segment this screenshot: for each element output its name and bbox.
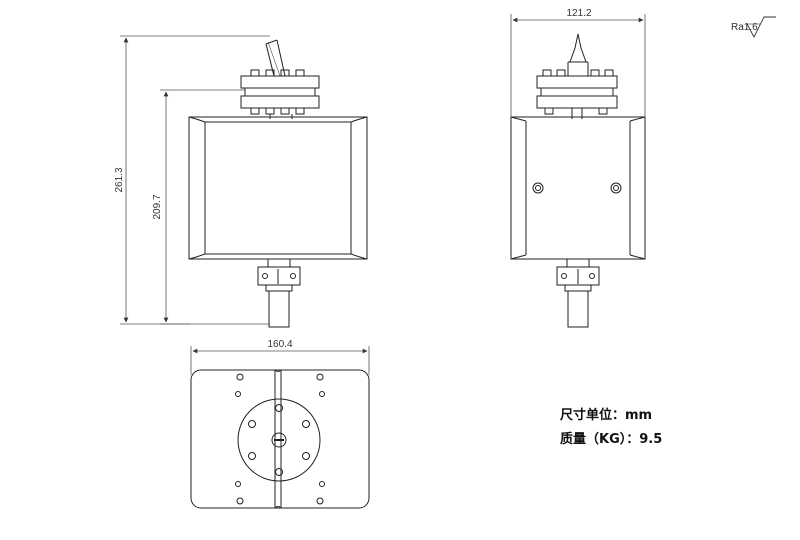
bottom-view — [190, 369, 370, 509]
side-body — [510, 116, 646, 260]
units-note: 尺寸单位：mm — [560, 408, 653, 423]
dim-bottom-width — [190, 346, 370, 375]
front-body — [188, 116, 368, 260]
dim-side-width — [510, 14, 646, 117]
side-bottom-fitting — [556, 258, 600, 328]
mass-note: 质量（KG）：9.5 — [560, 432, 663, 447]
bottom-corner-screws — [235, 373, 325, 505]
dim-side-width-label: 121.2 — [566, 8, 591, 19]
dim-body-height-label: 209.7 — [152, 194, 163, 219]
side-probe — [567, 33, 589, 76]
side-flange — [536, 69, 618, 119]
bottom-central-flange — [237, 398, 321, 482]
side-view — [510, 33, 646, 328]
dim-overall-height — [120, 35, 270, 325]
front-flange — [240, 69, 320, 119]
dim-overall-height-label: 261.3 — [114, 167, 125, 192]
front-view — [188, 39, 368, 328]
front-bottom-fitting — [257, 258, 301, 328]
dim-body-height — [160, 89, 245, 325]
front-top-tube — [265, 39, 286, 77]
surface-finish-label: Ra1.6 — [731, 22, 758, 33]
surface-finish-symbol — [746, 16, 776, 38]
dim-bottom-width-label: 160.4 — [267, 339, 292, 350]
